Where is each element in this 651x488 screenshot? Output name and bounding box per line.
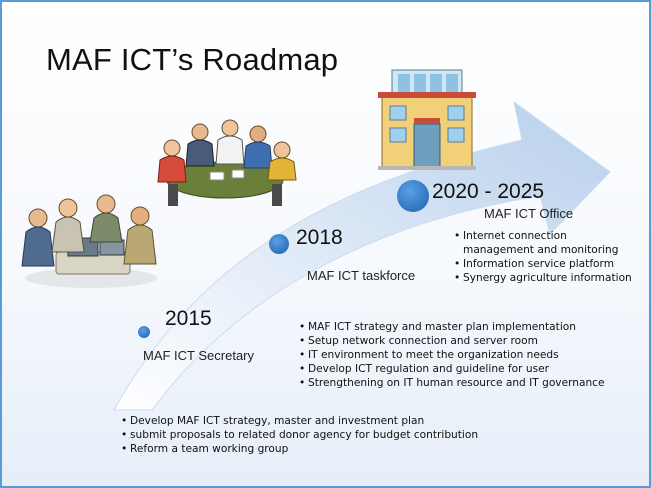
list-item: Strengthening on IT human resource and I… (299, 376, 605, 390)
milestone-year-2018: 2018 (296, 226, 343, 249)
milestone-bullets-2018: MAF ICT strategy and master plan impleme… (299, 320, 605, 390)
office-building-icon (378, 69, 476, 170)
milestone-dot-2020 (397, 180, 429, 212)
milestone-stage-2015: MAF ICT Secretary (143, 348, 255, 363)
milestone-year-2015: 2015 (165, 307, 212, 330)
list-item: Synergy agriculture information (454, 271, 640, 285)
milestone-stage-2020-2025: MAF ICT Office (484, 206, 574, 221)
team-laptop-icon (21, 194, 157, 288)
list-item: Develop ICT regulation and guideline for… (299, 362, 605, 376)
list-item: Setup network connection and server room (299, 334, 605, 348)
milestone-dot-2015 (138, 326, 150, 338)
milestone-dot-2018 (269, 234, 289, 254)
milestone-year-2020-2025: 2020 - 2025 (432, 180, 545, 203)
page-title: MAF ICT’s Roadmap (46, 42, 339, 77)
list-item: MAF ICT strategy and master plan impleme… (299, 320, 605, 334)
list-item: Reform a team working group (121, 442, 478, 456)
milestone-bullets-2015: Develop MAF ICT strategy, master and inv… (121, 414, 478, 456)
list-item: IT environment to meet the organization … (299, 348, 605, 362)
team-meeting-icon (157, 119, 297, 206)
list-item: Internet connection management and monit… (454, 229, 640, 257)
milestone-bullets-2020-2025: Internet connection management and monit… (454, 229, 640, 285)
list-item: submit proposals to related donor agency… (121, 428, 478, 442)
milestone-stage-2018: MAF ICT taskforce (307, 268, 416, 283)
list-item: Develop MAF ICT strategy, master and inv… (121, 414, 478, 428)
list-item: Information service platform (454, 257, 640, 271)
